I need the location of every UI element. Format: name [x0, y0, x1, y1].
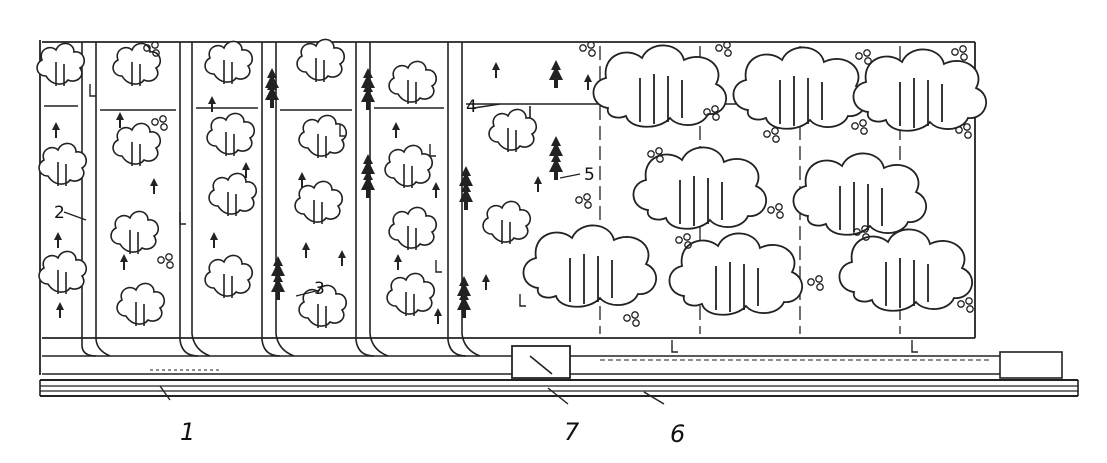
skid-trails	[81, 42, 481, 357]
callout-6: 6	[670, 420, 685, 448]
callout-1: 1	[180, 418, 195, 446]
callout-leaders	[63, 103, 665, 405]
callout-5: 5	[584, 165, 595, 185]
callout-7: 7	[564, 418, 580, 446]
plot-boundary	[39, 40, 976, 375]
callout-4: 4	[466, 97, 477, 117]
callout-2: 2	[54, 203, 65, 223]
callout-3: 3	[314, 279, 325, 299]
end-box	[999, 351, 1063, 379]
landing-box	[511, 345, 571, 379]
